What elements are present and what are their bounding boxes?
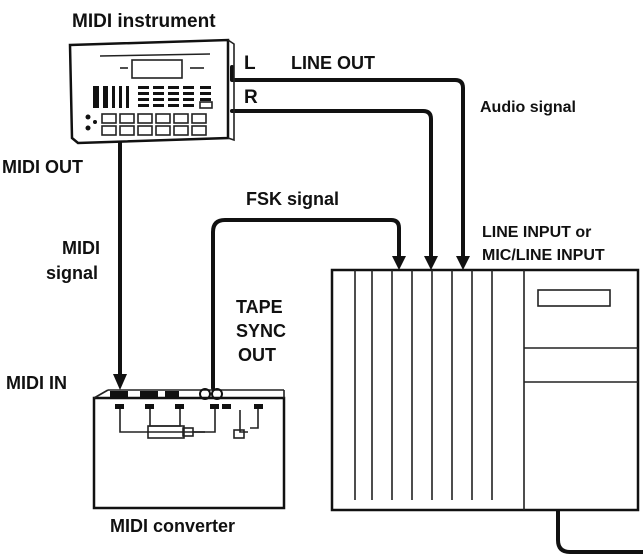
line-out-r-cable bbox=[230, 109, 433, 264]
midi-signal-label-line2: signal bbox=[46, 263, 98, 283]
midi-converter bbox=[92, 388, 286, 510]
tape-sync-out-label-line2: SYNC bbox=[236, 321, 286, 341]
fsk-cable bbox=[211, 218, 401, 390]
tape-sync-out-label-line3: OUT bbox=[238, 345, 276, 365]
midi-instrument-label: MIDI instrument bbox=[72, 11, 216, 32]
fsk-arrow bbox=[392, 256, 406, 270]
line-out-l-arrow bbox=[456, 256, 470, 270]
midi-signal-label-line1: MIDI bbox=[62, 238, 100, 258]
mixer bbox=[330, 268, 640, 512]
fsk-signal-label: FSK signal bbox=[246, 189, 339, 209]
r-channel-label: R bbox=[244, 87, 258, 108]
mixer-output-cable bbox=[556, 508, 643, 554]
line-input-label-line1: LINE INPUT or bbox=[482, 224, 591, 241]
l-channel-label: L bbox=[244, 53, 256, 74]
midi-instrument bbox=[68, 38, 235, 145]
midi-converter-label: MIDI converter bbox=[110, 516, 235, 536]
line-out-label: LINE OUT bbox=[291, 53, 375, 73]
tape-sync-out-label-line1: TAPE bbox=[236, 297, 283, 317]
line-out-r-arrow bbox=[424, 256, 438, 270]
midi-in-arrow bbox=[113, 374, 127, 390]
midi-in-label: MIDI IN bbox=[6, 373, 67, 393]
line-input-label-line2: MIC/LINE INPUT bbox=[482, 247, 605, 264]
midi-out-label: MIDI OUT bbox=[2, 157, 83, 177]
audio-signal-label: Audio signal bbox=[480, 99, 576, 116]
line-out-l-cable bbox=[230, 65, 465, 264]
